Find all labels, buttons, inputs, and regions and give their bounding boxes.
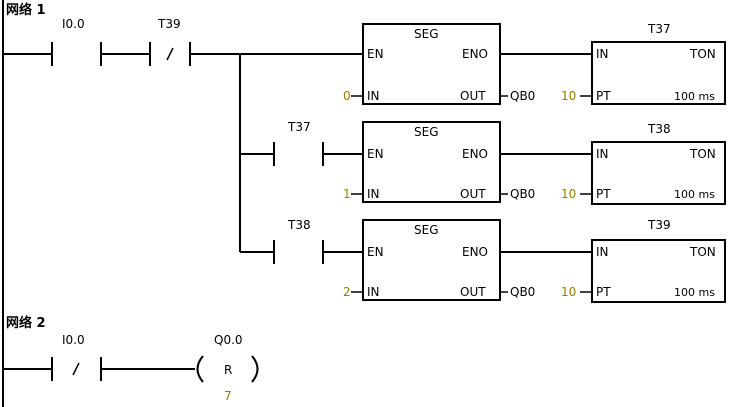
- contact-t39-negated[interactable]: T39: [149, 17, 191, 66]
- timer-in-label: IN: [596, 47, 609, 61]
- seg-in-value: 0: [343, 89, 351, 103]
- reset-coil-q0-0[interactable]: Q0.0 R 7: [196, 333, 259, 403]
- timer-resolution: 100 ms: [674, 286, 715, 299]
- timer-name: T37: [647, 22, 671, 36]
- timer-name: T39: [647, 218, 671, 232]
- network-1-title[interactable]: 网络 1: [6, 2, 46, 18]
- seg-en-label: EN: [367, 147, 384, 161]
- network-2-title[interactable]: 网络 2: [6, 315, 46, 331]
- contact-i0-0[interactable]: I0.0: [51, 17, 102, 66]
- timer-pt-label: PT: [596, 285, 611, 299]
- seg-eno-label: ENO: [462, 47, 488, 61]
- timer-t39-box[interactable]: IN TON PT 100 ms: [591, 239, 726, 303]
- seg-title: SEG: [414, 125, 439, 139]
- timer-pt-label: PT: [596, 187, 611, 201]
- contact-label: T39: [157, 17, 181, 31]
- contact-t38[interactable]: T38: [273, 218, 324, 264]
- seg-in-label: IN: [367, 285, 380, 299]
- timer-in-label: IN: [596, 147, 609, 161]
- timer-t37-box[interactable]: IN TON PT 100 ms: [591, 41, 726, 105]
- seg-in-label: IN: [367, 89, 380, 103]
- contact-label: T37: [287, 120, 311, 134]
- seg-out-value: QB0: [510, 187, 535, 201]
- timer-resolution: 100 ms: [674, 188, 715, 201]
- timer-in-label: IN: [596, 245, 609, 259]
- seg-in-label: IN: [367, 187, 380, 201]
- coil-name: Q0.0: [214, 333, 243, 347]
- seg-eno-label: ENO: [462, 147, 488, 161]
- contact-label: T38: [287, 218, 311, 232]
- timer-pt-value: 10: [561, 285, 576, 299]
- seg-in-value: 2: [343, 285, 351, 299]
- seg-out-label: OUT: [460, 187, 486, 201]
- timer-type: TON: [689, 245, 716, 259]
- seg-eno-label: ENO: [462, 245, 488, 259]
- seg-box-3[interactable]: SEG EN ENO IN OUT: [362, 219, 501, 301]
- timer-type: TON: [689, 47, 716, 61]
- timer-pt-value: 10: [561, 187, 576, 201]
- contact-label: I0.0: [62, 333, 85, 347]
- seg-en-label: EN: [367, 47, 384, 61]
- seg-out-label: OUT: [460, 89, 486, 103]
- contact-t37[interactable]: T37: [273, 120, 324, 166]
- seg-en-label: EN: [367, 245, 384, 259]
- seg-box-1[interactable]: SEG EN ENO IN OUT: [362, 23, 501, 105]
- seg-out-value: QB0: [510, 285, 535, 299]
- timer-pt-label: PT: [596, 89, 611, 103]
- timer-pt-value: 10: [561, 89, 576, 103]
- contact-label: I0.0: [62, 17, 85, 31]
- seg-title: SEG: [414, 223, 439, 237]
- seg-box-2[interactable]: SEG EN ENO IN OUT: [362, 121, 501, 203]
- seg-in-value: 1: [343, 187, 351, 201]
- seg-out-label: OUT: [460, 285, 486, 299]
- timer-name: T38: [647, 122, 671, 136]
- seg-out-value: QB0: [510, 89, 535, 103]
- contact-i0-0-negated[interactable]: I0.0: [51, 333, 102, 381]
- timer-type: TON: [689, 147, 716, 161]
- coil-type: R: [224, 363, 232, 377]
- coil-count: 7: [224, 389, 232, 403]
- seg-title: SEG: [414, 27, 439, 41]
- timer-t38-box[interactable]: IN TON PT 100 ms: [591, 141, 726, 205]
- timer-resolution: 100 ms: [674, 90, 715, 103]
